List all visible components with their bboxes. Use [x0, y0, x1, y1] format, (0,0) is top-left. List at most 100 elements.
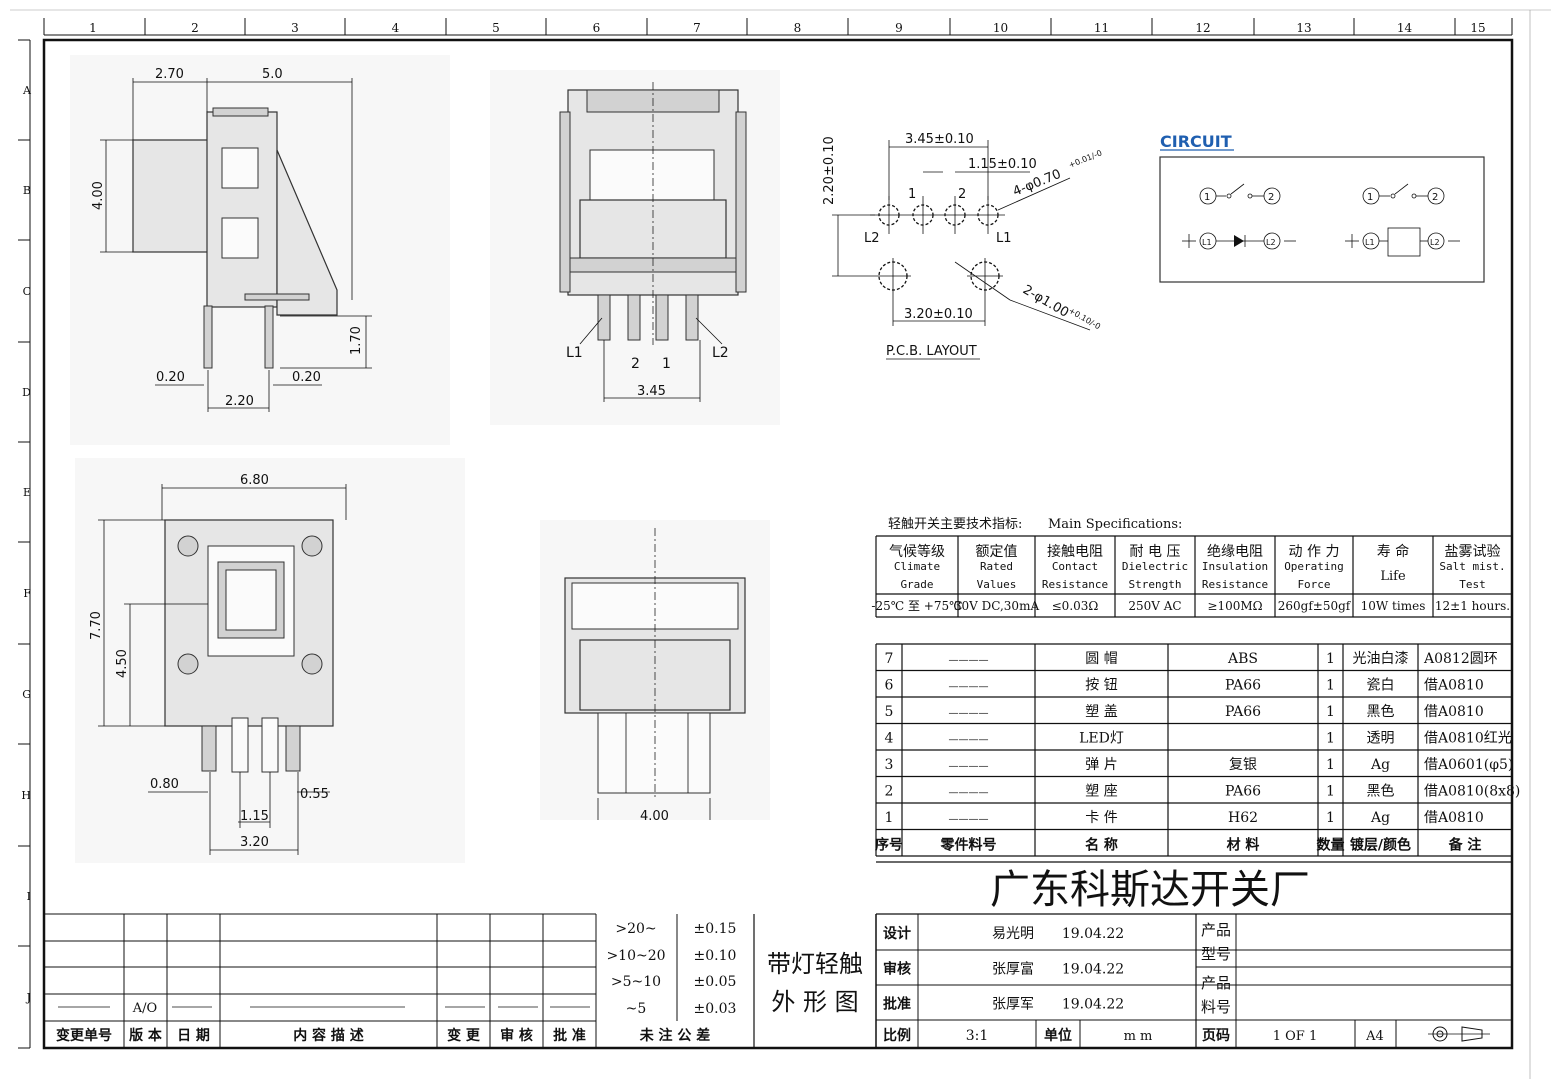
bom-cell-no: 7 [885, 651, 894, 667]
bom-cell-finish: 黑色 [1367, 703, 1395, 720]
circuit-diagram: CIRCUIT 1 2 L1 L2 1 2 [1159, 132, 1485, 283]
bom-cell-finish: 瓷白 [1367, 678, 1395, 694]
spec-header-cn: 气候等级 [889, 543, 945, 560]
column-label: 9 [895, 21, 903, 35]
column-label: 6 [593, 21, 601, 35]
spec-header-cn: 额定值 [976, 544, 1018, 560]
bom-cell-part: ———— [949, 708, 989, 719]
column-label: 5 [492, 21, 500, 35]
spec-header-en2: Resistance [1202, 578, 1268, 591]
tolerance-value: ±0.10 [694, 948, 737, 964]
spec-value: 30V DC,30mA [954, 599, 1040, 613]
bom-cell-finish: Ag [1370, 757, 1390, 773]
approval-label: 审核 [883, 961, 911, 978]
scale-value: 3:1 [966, 1028, 989, 1044]
dim-7-70: 7.70 [89, 611, 104, 640]
revision-header: 变 更 [447, 1027, 481, 1044]
bom-cell-no: 2 [885, 784, 894, 800]
drawing-title-line1: 带灯轻触 [767, 950, 863, 978]
projection-symbol-icon [1428, 1026, 1490, 1042]
dim-0-20-right: 0.20 [292, 370, 321, 385]
bom-cell-qty: 1 [1326, 810, 1335, 826]
dim-0-80: 0.80 [150, 777, 179, 792]
svg-text:L2: L2 [1430, 238, 1440, 247]
bom-cell-part: ———— [949, 814, 989, 825]
bom-cell-name: 塑 座 [1085, 784, 1117, 800]
revision-header: 日 期 [177, 1028, 210, 1044]
company-name: 广东科斯达开关厂 [990, 867, 1310, 913]
dim-0-55: 0.55 [300, 787, 329, 802]
bom-header-part: 零件料号 [940, 837, 997, 854]
product-model-label-2: 型号 [1201, 945, 1231, 963]
scale-label: 比例 [883, 1027, 911, 1044]
spec-value: 250V AC [1128, 599, 1181, 613]
tolerance-range: >5~10 [611, 974, 661, 990]
top-view: 6.80 7.70 4.50 0.80 0.55 1.15 3.20 [75, 458, 465, 863]
title-block: A/O变更单号版 本日 期内 容 描 述变 更审 核批 准>20~±0.15>1… [43, 913, 1512, 1049]
row-label: B [23, 184, 31, 197]
bom-cell-material: PA66 [1225, 784, 1261, 800]
row-label: A [22, 84, 32, 97]
bom-header-no: 序号 [875, 837, 903, 854]
pcb-label-l1: L1 [996, 231, 1012, 246]
spec-header-en: Contact [1052, 560, 1098, 573]
row-label: J [26, 991, 31, 1004]
sheet-size: A4 [1365, 1029, 1384, 1044]
spec-value: 12±1 hours. [1435, 599, 1510, 613]
company-block: 广东科斯达开关厂 [876, 861, 1512, 915]
spec-title-cn: 轻触开关主要技术指标: [888, 517, 1022, 532]
row-label: I [27, 890, 31, 903]
bom-cell-part: ———— [949, 735, 989, 746]
bom-cell-note: 借A0810 [1424, 678, 1484, 694]
bom-cell-note: 借A0810红光 [1424, 731, 1512, 747]
pcb-label-l2: L2 [864, 231, 880, 246]
tolerance-footer: 未 注 公 差 [640, 1027, 711, 1044]
svg-text:2: 2 [1432, 192, 1438, 203]
bom-cell-finish: 透明 [1367, 731, 1395, 747]
front-label-l1: L1 [566, 345, 583, 361]
dim-4-00: 4.00 [91, 181, 106, 210]
spec-header-cn: 绝缘电阻 [1207, 544, 1263, 560]
front-view: L1 2 1 L2 3.45 [490, 70, 780, 425]
column-label: 1 [89, 21, 97, 35]
svg-text:2: 2 [1268, 192, 1274, 203]
dim-5-0: 5.0 [262, 67, 283, 82]
column-label: 15 [1470, 21, 1485, 35]
column-label: 8 [794, 21, 802, 35]
bom-cell-name: LED灯 [1079, 731, 1124, 747]
product-no-label-2: 料号 [1201, 998, 1231, 1016]
unit-label: 单位 [1044, 1027, 1072, 1044]
bom-cell-qty: 1 [1326, 704, 1335, 720]
approval-date: 19.04.22 [1062, 926, 1124, 942]
tolerance-value: ±0.15 [694, 921, 737, 937]
revision-header: 变更单号 [56, 1027, 112, 1044]
pcb-dim-3-20: 3.20±0.10 [904, 307, 973, 322]
row-label: D [22, 386, 31, 399]
svg-text:L2: L2 [1266, 238, 1276, 247]
bom-cell-qty: 1 [1326, 651, 1335, 667]
dim-1-15: 1.15 [240, 809, 269, 824]
spec-header-cn: 耐 电 压 [1130, 544, 1181, 560]
pcb-hole-small-tol: +0.01/-0 [1067, 148, 1103, 170]
bom-cell-material: ABS [1227, 651, 1258, 667]
product-model-label: 产品 [1201, 921, 1231, 939]
bom-cell-finish: 光油白漆 [1353, 651, 1409, 667]
bom-cell-name: 按 钮 [1085, 678, 1117, 694]
approval-name: 张厚富 [992, 961, 1034, 978]
front-label-2: 2 [631, 356, 640, 372]
page-label: 页码 [1202, 1028, 1230, 1044]
spec-header-cn: 动 作 力 [1289, 544, 1340, 560]
row-label: E [23, 486, 31, 499]
dim-0-20-left: 0.20 [156, 370, 185, 385]
pcb-dim-2-20: 2.20±0.10 [822, 136, 837, 205]
bottom-view: 4.00 [540, 520, 770, 824]
revision-header: 内 容 描 述 [293, 1027, 364, 1044]
dim-2-70: 2.70 [155, 67, 184, 82]
spec-title-en: Main Specifications: [1048, 517, 1182, 532]
revision-header: 批 准 [553, 1027, 586, 1044]
bom-cell-finish: 黑色 [1367, 783, 1395, 800]
bom-cell-note: 借A0810 [1424, 704, 1484, 720]
